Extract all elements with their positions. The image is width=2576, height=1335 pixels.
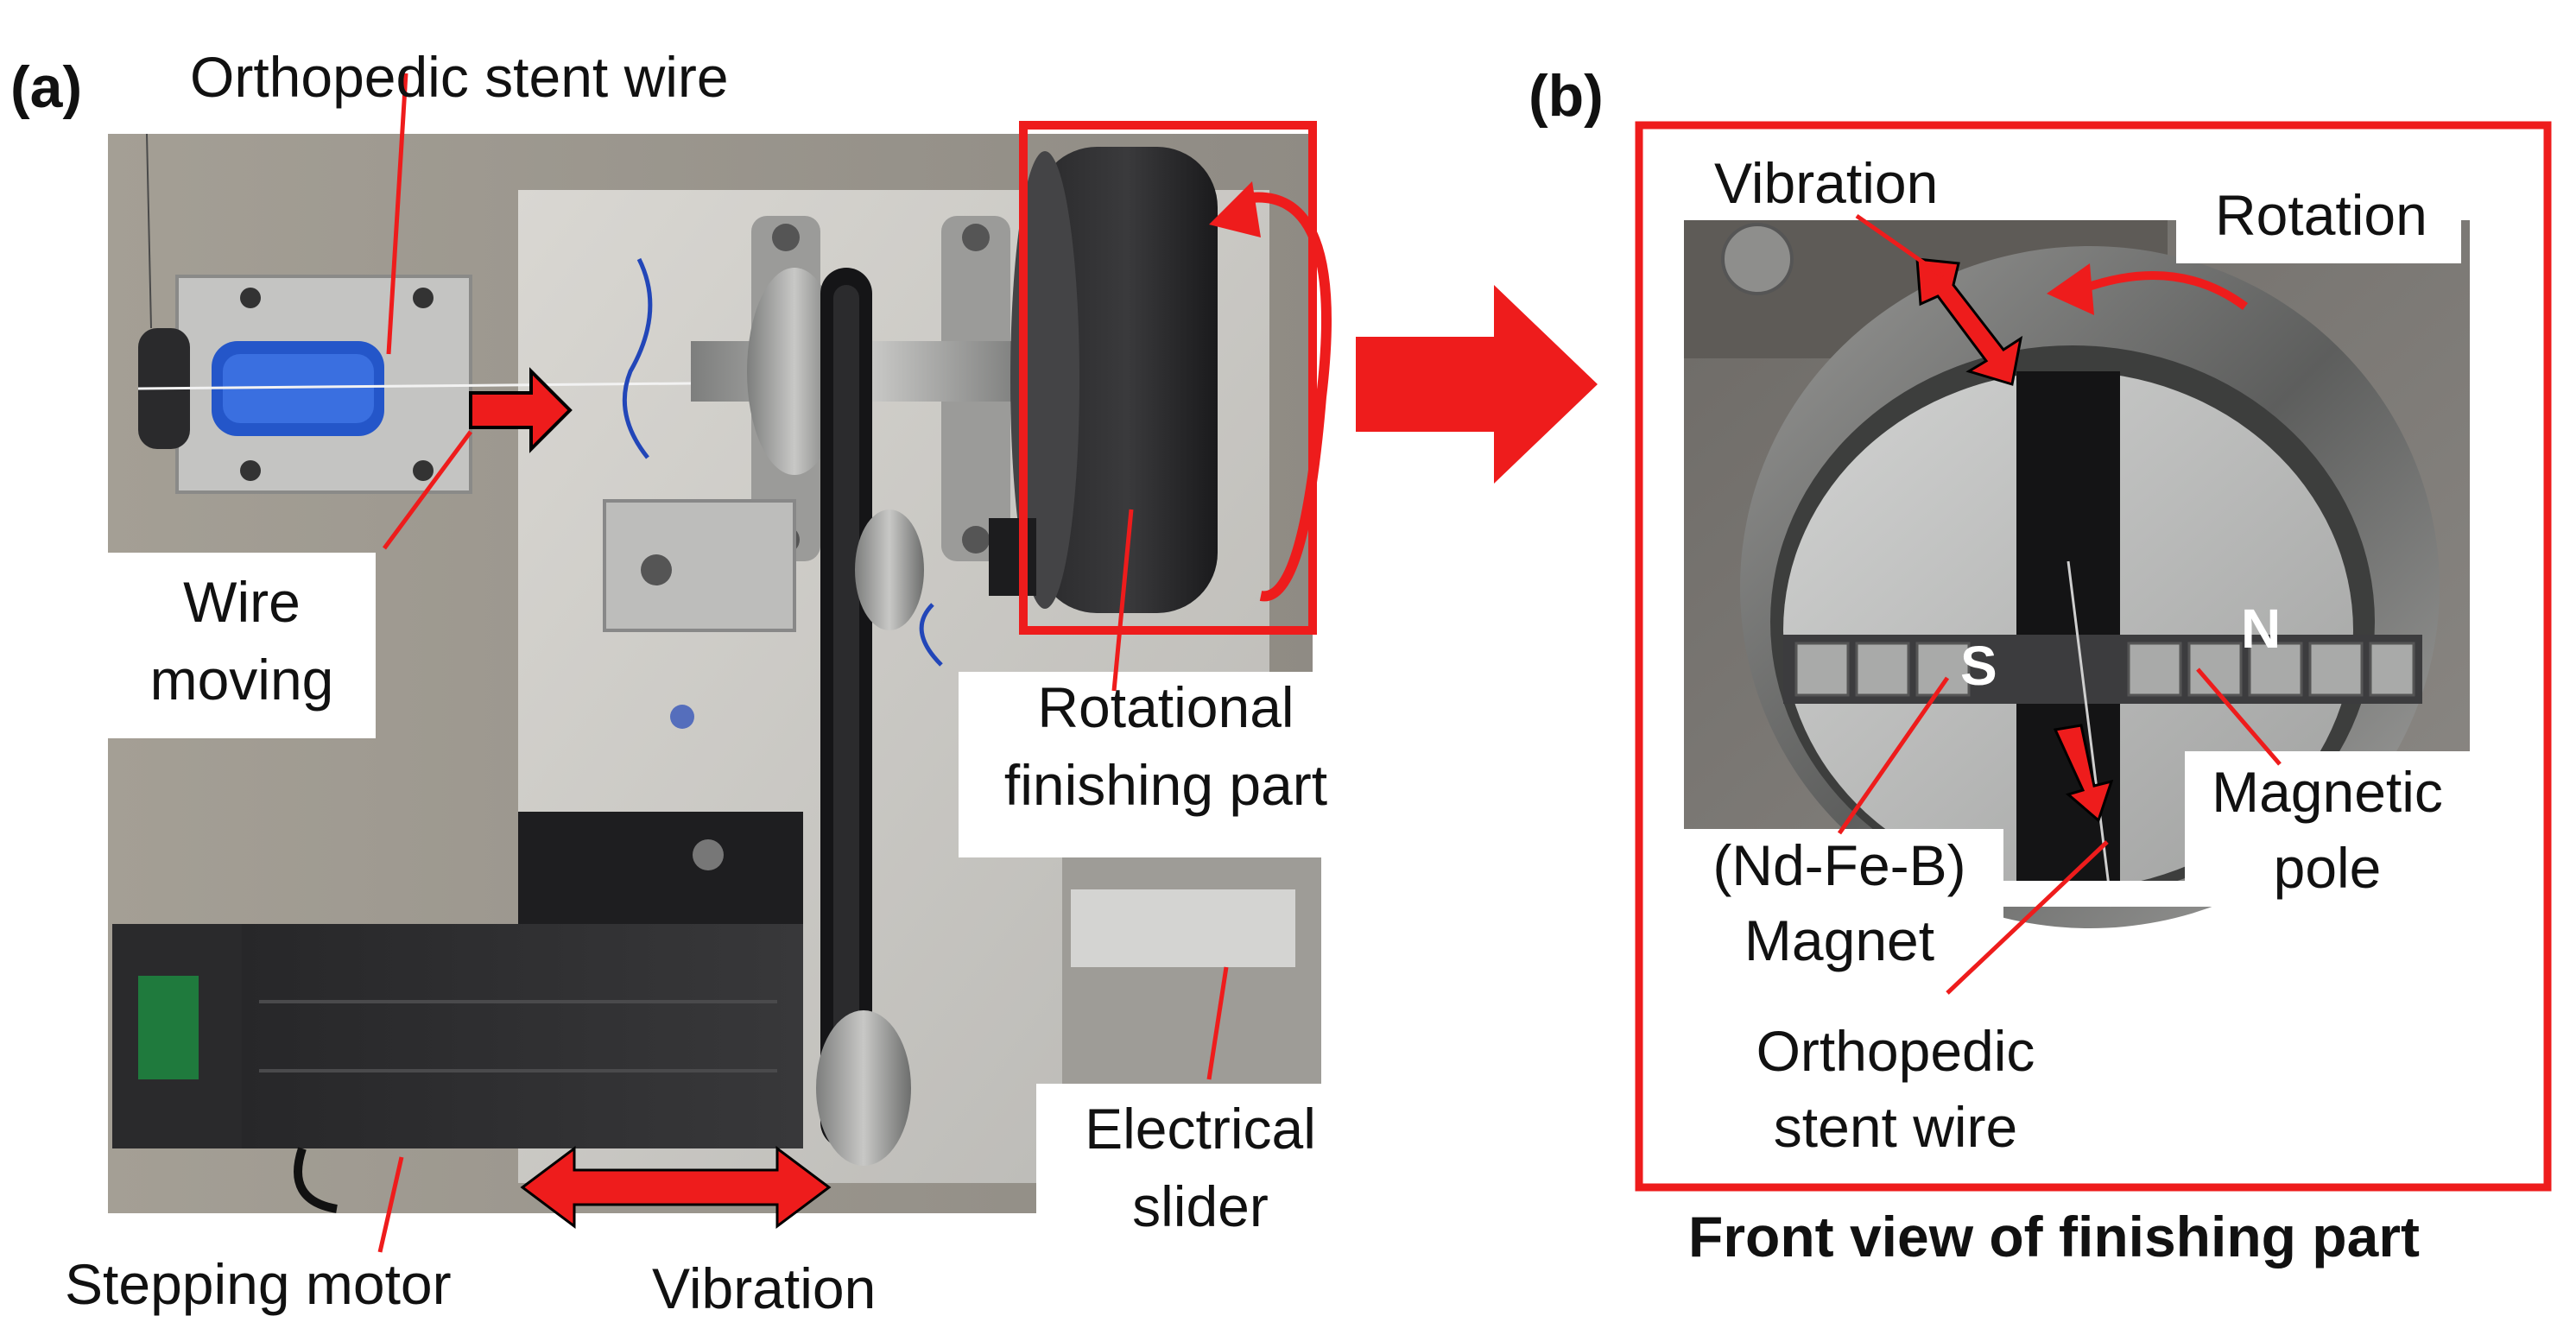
label-rotational-1: Rotational — [1037, 675, 1294, 739]
rotation-arrow-a — [1243, 192, 1332, 602]
wire-moving-arrow — [469, 367, 573, 453]
pointer-stent-wire-a — [386, 73, 408, 355]
label-orthopedic-stent-wire-a: Orthopedic stent wire — [190, 45, 729, 109]
vibration-b-label-bg — [1693, 147, 1978, 220]
pointer-stepping-motor — [377, 1156, 404, 1253]
rotation-arrowhead-b — [2047, 263, 2094, 315]
rotation-label-bg — [2176, 173, 2461, 263]
label-vibration-b: Vibration — [1714, 151, 1939, 215]
magnetic-pole-label-bg — [2185, 751, 2470, 907]
panel-b-border — [1635, 121, 2552, 1192]
finishing-part-highlight-box — [1019, 121, 1317, 635]
label-rotation: Rotation — [2215, 183, 2427, 247]
electrical-label-bg — [1036, 1084, 1364, 1269]
label-electrical-2: slider — [1132, 1174, 1269, 1238]
label-electrical-1: Electrical — [1085, 1097, 1316, 1161]
pointer-electrical-slider — [1206, 966, 1229, 1080]
label-vibration-a: Vibration — [652, 1256, 877, 1320]
label-pole-s: S — [1960, 635, 1997, 697]
label-pole-n: N — [2241, 598, 2282, 660]
rotational-label-bg — [959, 672, 1373, 857]
lower-pulley — [816, 1010, 911, 1166]
panel-b-caption: Front view of finishing part — [1688, 1205, 2420, 1269]
label-wire-moving-1: Wire — [183, 570, 301, 634]
finishing-wheel — [1036, 147, 1218, 613]
vibration-double-arrow-b — [1915, 257, 2023, 386]
vibration-double-arrow — [520, 1146, 832, 1229]
label-magnet-1: (Nd-Fe-B) — [1712, 833, 1966, 897]
pointer-magnet — [1837, 676, 1950, 835]
rotation-arrow-b — [2079, 271, 2248, 311]
panel-transition-arrow — [1356, 285, 1598, 484]
wire-direction-arrow-b — [2053, 724, 2114, 823]
pointer-stent-wire-b — [1946, 840, 2109, 995]
tensioner-bracket — [603, 499, 796, 632]
panel-a-tag: (a) — [10, 54, 83, 120]
label-stepping-motor: Stepping motor — [65, 1252, 452, 1316]
rotation-arrowhead-a — [1209, 181, 1261, 237]
label-magnetic-pole-1: Magnetic — [2212, 760, 2443, 824]
label-magnet-2: Magnet — [1744, 908, 1935, 972]
pointer-vibration-b — [1855, 213, 1945, 279]
stent-wire-b — [2066, 560, 2113, 908]
electrical-slider-rail — [1071, 889, 1295, 967]
label-wire-moving-2: moving — [149, 648, 334, 712]
label-stent-wire-b-2: stent wire — [1773, 1095, 2018, 1159]
pointer-magnetic-pole — [2196, 668, 2282, 766]
motor-driver-board — [138, 976, 199, 1079]
motor-mount — [518, 812, 803, 933]
label-stent-wire-b-1: Orthopedic — [1756, 1019, 2035, 1083]
wire-moving-label-bg — [108, 553, 376, 738]
label-magnetic-pole-2: pole — [2273, 836, 2382, 900]
pointer-wire-moving — [382, 430, 473, 550]
panel-b-tag: (b) — [1529, 63, 1604, 129]
magnet-label-bg — [1675, 829, 2003, 1002]
upper-pulley — [747, 268, 842, 475]
label-rotational-2: finishing part — [1003, 753, 1328, 817]
pointer-rotational — [1111, 509, 1134, 692]
